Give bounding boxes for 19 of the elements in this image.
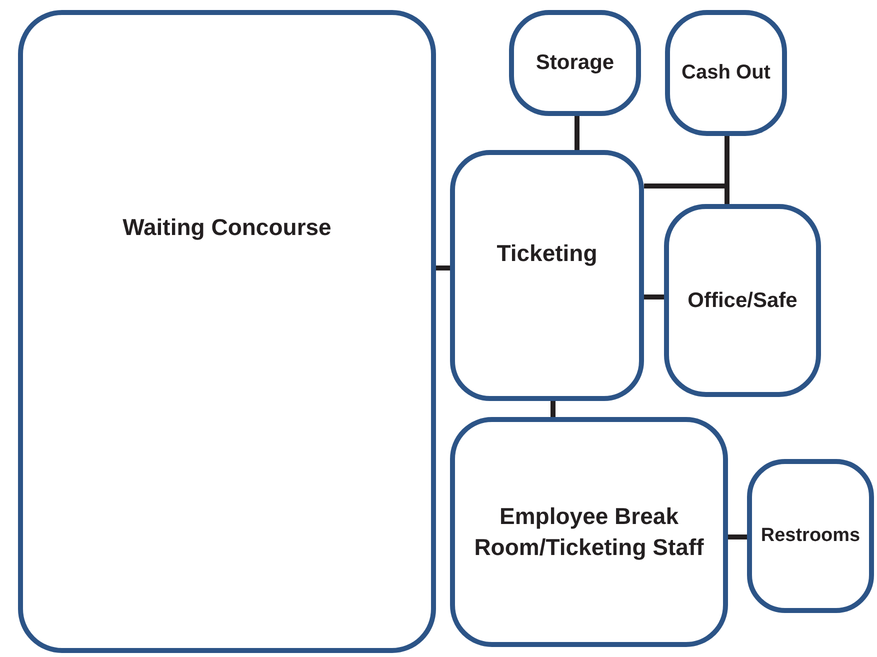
- room-box: [18, 10, 436, 653]
- room-box: [450, 150, 644, 401]
- room-label: Employee Break Room/Ticketing Staff: [473, 502, 705, 562]
- room-box: [665, 10, 787, 136]
- room-label: Restrooms: [760, 524, 862, 548]
- connector-line: [436, 266, 450, 270]
- room-label: Cash Out: [680, 60, 772, 86]
- room-box: [664, 204, 821, 397]
- room-box: [450, 417, 728, 647]
- room-label: Office/Safe: [686, 287, 798, 314]
- room-label: Storage: [534, 50, 616, 76]
- room-box: [509, 10, 641, 116]
- room-box: [747, 459, 874, 613]
- connector-line: [550, 401, 556, 417]
- connector-line: [574, 116, 580, 150]
- connector-line: [728, 534, 747, 540]
- connector-line: [644, 294, 664, 300]
- room-label: Ticketing: [496, 239, 598, 268]
- room-label: Waiting Concourse: [122, 213, 332, 242]
